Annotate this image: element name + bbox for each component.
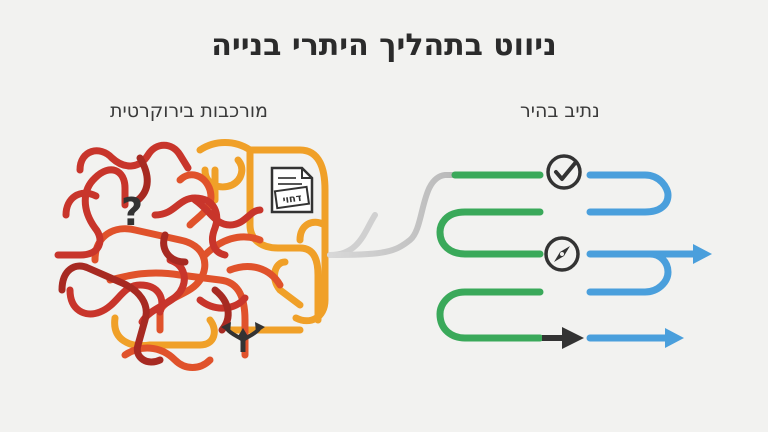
document-stamp: דחוי bbox=[282, 193, 303, 207]
compass-icon bbox=[544, 236, 580, 272]
right-heading: נתיב בהיר bbox=[520, 100, 600, 122]
blue-arrowheads bbox=[665, 244, 712, 348]
tangle-red bbox=[54, 141, 264, 326]
tangled-paths bbox=[54, 139, 463, 371]
dark-arrow-icon bbox=[542, 327, 584, 349]
clear-path bbox=[436, 171, 699, 342]
left-heading: מורכבות בירוקרטית bbox=[110, 100, 268, 122]
fork-arrows-icon bbox=[221, 322, 265, 352]
arrow-icon bbox=[693, 244, 712, 264]
checkmark-icon bbox=[546, 154, 582, 190]
path-green bbox=[436, 171, 544, 342]
question-icon: ? bbox=[121, 190, 143, 234]
page-title: ניווט בתהליך היתרי בנייה bbox=[211, 28, 557, 63]
arrow-icon bbox=[665, 328, 684, 348]
path-blue bbox=[586, 171, 699, 342]
svg-text:?: ? bbox=[121, 190, 143, 234]
rejected-document-icon: דחוי bbox=[270, 166, 314, 214]
